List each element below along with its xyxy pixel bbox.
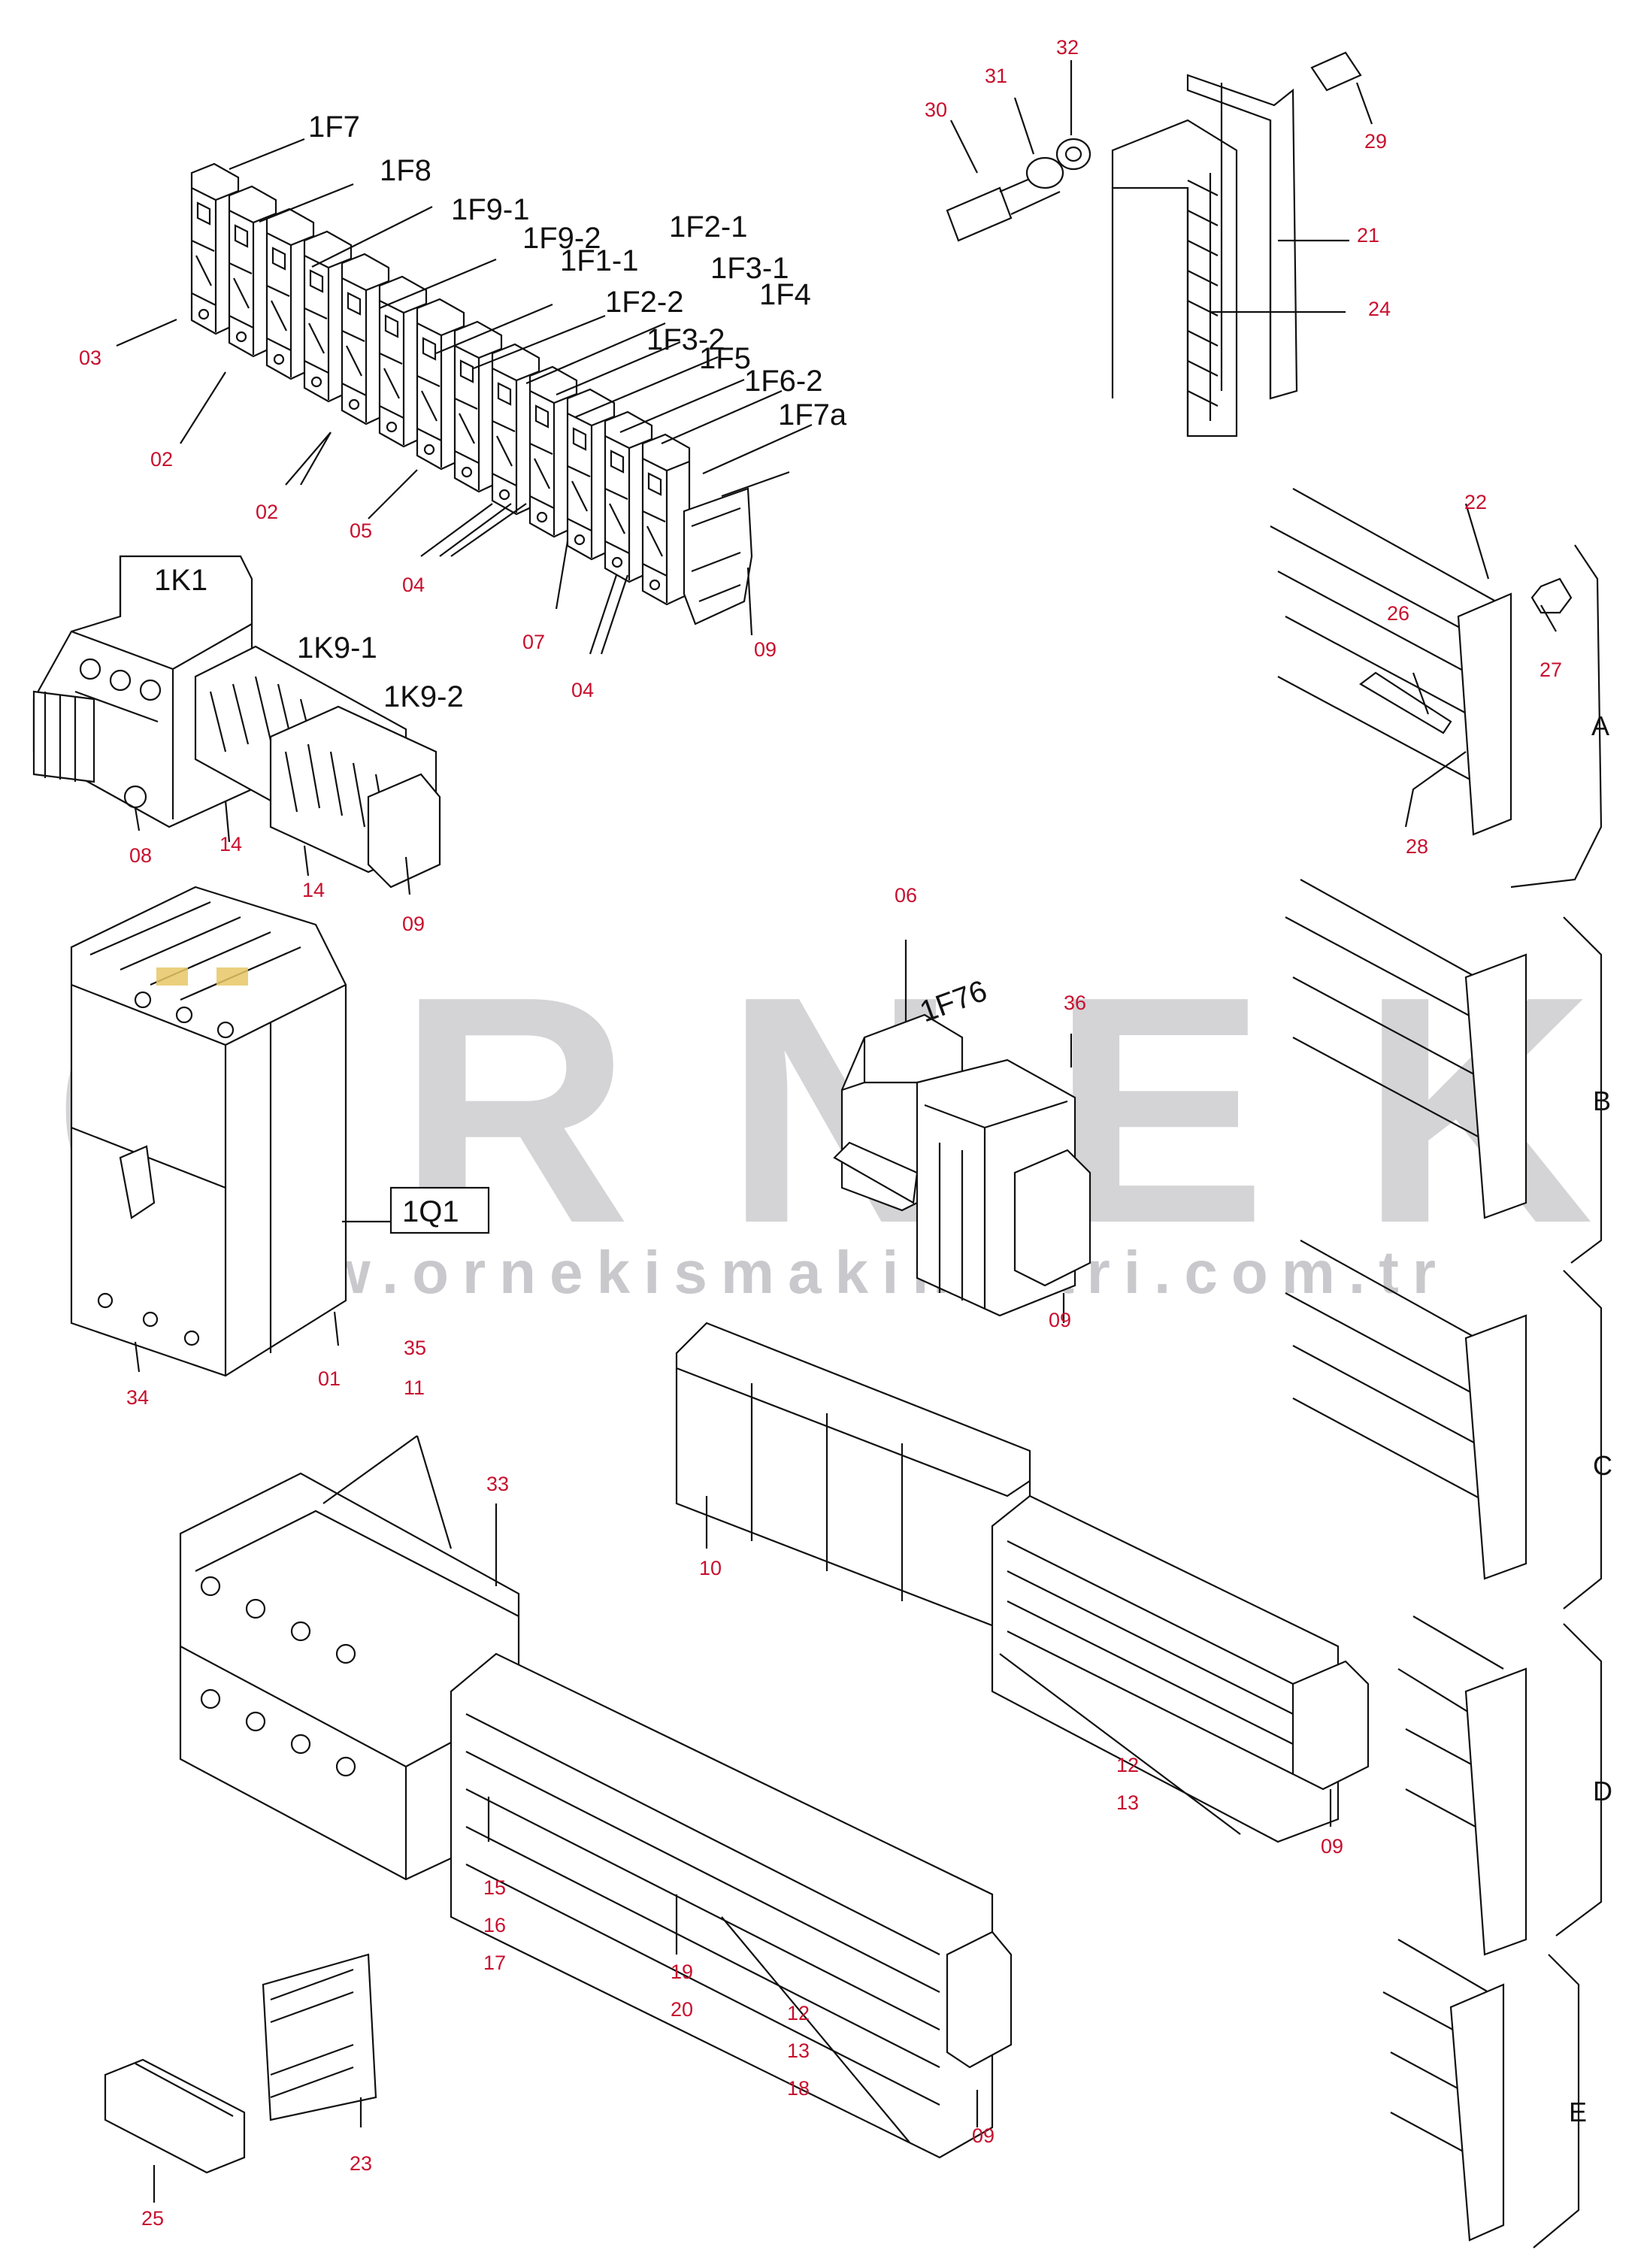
part-number: 09 bbox=[1049, 1309, 1071, 1331]
label-1Q1: 1Q1 bbox=[402, 1195, 459, 1228]
part-number: 20 bbox=[671, 1998, 693, 2021]
terminal-block-group-10 bbox=[675, 1322, 1370, 1843]
part-number: 29 bbox=[1364, 130, 1387, 153]
part-number: 30 bbox=[925, 98, 947, 121]
part-number: 10 bbox=[699, 1557, 722, 1579]
label-1F9-2: 1F9-2 bbox=[522, 222, 601, 255]
part-number: 35 bbox=[404, 1337, 426, 1359]
part-number: 21 bbox=[1357, 224, 1379, 247]
label-1F2-2: 1F2-2 bbox=[605, 286, 684, 319]
label-1F3-2: 1F3-2 bbox=[646, 323, 725, 356]
part-number: 07 bbox=[522, 631, 545, 653]
label-1F3-1: 1F3-1 bbox=[710, 252, 789, 285]
label-1F4: 1F4 bbox=[759, 278, 811, 311]
contactor-1K bbox=[32, 555, 441, 895]
label-1K9-1: 1K9-1 bbox=[297, 631, 377, 665]
breaker-module bbox=[453, 320, 503, 493]
part-number: 05 bbox=[350, 519, 372, 542]
part-number: 32 bbox=[1056, 36, 1079, 59]
cover-and-comb bbox=[104, 1953, 377, 2203]
label-1K1: 1K1 bbox=[154, 564, 207, 597]
part-number: 15 bbox=[483, 1876, 506, 1899]
label-1F6-2: 1F6-2 bbox=[744, 365, 823, 398]
part-number: 25 bbox=[141, 2207, 164, 2230]
label-1F9-1: 1F9-1 bbox=[451, 193, 530, 226]
part-number: 24 bbox=[1368, 298, 1391, 320]
part-number: 06 bbox=[895, 884, 917, 907]
breaker-module bbox=[378, 275, 428, 448]
section-letter-D: D bbox=[1593, 1776, 1612, 1806]
section-letter-E: E bbox=[1569, 2097, 1587, 2127]
part-number: 33 bbox=[486, 1473, 509, 1495]
part-number: 02 bbox=[256, 501, 278, 523]
label-1F5: 1F5 bbox=[699, 342, 751, 375]
breaker-row-1F bbox=[116, 138, 813, 655]
component-labels: 1F7 1F8 1F9-1 1F9-2 1F1-1 1F2-1 1F2-2 1F… bbox=[154, 111, 992, 1228]
breaker-module bbox=[641, 433, 691, 606]
label-1F2-1: 1F2-1 bbox=[669, 210, 748, 244]
main-breaker-1Q1 bbox=[70, 886, 490, 1377]
frame-channels bbox=[946, 51, 1373, 438]
part-number: 23 bbox=[350, 2152, 372, 2175]
part-number: 31 bbox=[985, 65, 1007, 87]
terminal-block-group-33 bbox=[179, 1435, 1013, 2159]
part-number: 09 bbox=[972, 2124, 995, 2147]
breaker-module bbox=[341, 253, 390, 425]
part-number: 19 bbox=[671, 1961, 693, 1983]
part-number: 16 bbox=[483, 1914, 506, 1936]
part-number: 09 bbox=[1321, 1835, 1343, 1858]
part-number: 01 bbox=[318, 1367, 341, 1390]
part-number: 03 bbox=[79, 347, 101, 369]
section-letters: A B C D E bbox=[1569, 710, 1612, 2127]
part-number: 13 bbox=[787, 2039, 810, 2062]
breaker-module bbox=[491, 343, 540, 516]
part-number: 17 bbox=[483, 1952, 506, 1974]
part-number: 12 bbox=[787, 2002, 810, 2024]
part-number: 34 bbox=[126, 1386, 149, 1409]
part-number: 14 bbox=[219, 833, 242, 855]
label-1K9-2: 1K9-2 bbox=[383, 680, 464, 713]
watermark-url: www.ornekismakinalari.com.tr bbox=[202, 1239, 1436, 1306]
part-number: 26 bbox=[1387, 602, 1409, 625]
label-1F7a: 1F7a bbox=[778, 398, 847, 431]
part-number: 14 bbox=[302, 879, 325, 901]
section-letter-C: C bbox=[1593, 1450, 1612, 1481]
part-number: 08 bbox=[129, 844, 152, 867]
part-number: 36 bbox=[1064, 992, 1086, 1014]
part-number: 13 bbox=[1116, 1791, 1139, 1814]
part-number: 27 bbox=[1540, 659, 1562, 681]
label-1F1-1: 1F1-1 bbox=[560, 244, 639, 277]
rail-sections bbox=[1270, 488, 1603, 2248]
part-numbers: 30 31 32 29 21 24 22 26 27 28 03 02 02 0… bbox=[79, 36, 1562, 2230]
section-letter-A: A bbox=[1591, 710, 1609, 741]
section-letter-B: B bbox=[1593, 1086, 1611, 1116]
label-1F8: 1F8 bbox=[380, 154, 431, 187]
part-number: 22 bbox=[1464, 491, 1487, 513]
part-number: 04 bbox=[402, 574, 425, 596]
part-number: 12 bbox=[1116, 1754, 1139, 1776]
part-number: 09 bbox=[754, 638, 777, 661]
part-number: 09 bbox=[402, 913, 425, 935]
fuse-holder-1F76 bbox=[833, 940, 1091, 1323]
part-number: 28 bbox=[1406, 835, 1428, 858]
part-number: 11 bbox=[404, 1376, 425, 1399]
part-number: 02 bbox=[150, 448, 173, 471]
label-1F7: 1F7 bbox=[308, 111, 360, 144]
part-number: 04 bbox=[571, 679, 594, 701]
part-number: 18 bbox=[787, 2077, 810, 2100]
